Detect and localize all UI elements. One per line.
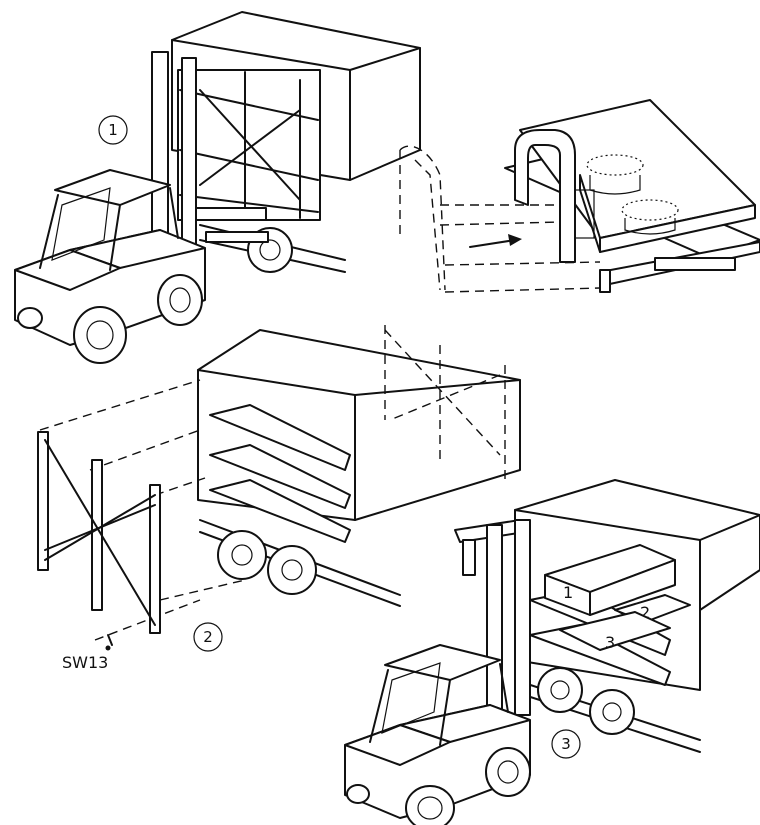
packaged-unit [519,99,756,253]
cargo-box-3: 3 [559,611,671,652]
step-1-number: 1 [108,121,118,139]
forklift-mast-1 [151,51,269,259]
part-label-sw13: SW13 [62,653,108,672]
guide-lines [39,379,246,641]
step-3-badge: 3 [551,729,581,759]
panel-3-lifting: 1 2 3 [344,479,760,825]
truck-middle [197,329,521,607]
forklift-3 [344,644,531,825]
step-2-badge: 2 [193,622,223,652]
panel-pallet-detail [399,99,760,293]
ghost-frame [384,325,506,480]
box-label-2: 2 [640,603,650,622]
screw-icon [105,634,113,651]
box-label-3: 3 [605,633,615,652]
step-3-number: 3 [561,735,571,753]
removed-frame [37,431,161,634]
dashed-forklift-outline [399,145,601,293]
cargo-box-1: 1 [544,544,676,616]
step-1-badge: 1 [98,115,128,145]
direction-arrow [469,234,522,248]
box-label-1: 1 [563,583,573,602]
fork-arch [514,129,576,263]
forklift-mast-3 [486,519,531,721]
step-2-number: 2 [203,628,213,646]
panel-2-frame-removal: SW13 2 [37,325,521,672]
crate-frame-1 [177,69,321,221]
forklift-1 [14,169,206,364]
panel-1-unloading: 1 [14,11,421,364]
